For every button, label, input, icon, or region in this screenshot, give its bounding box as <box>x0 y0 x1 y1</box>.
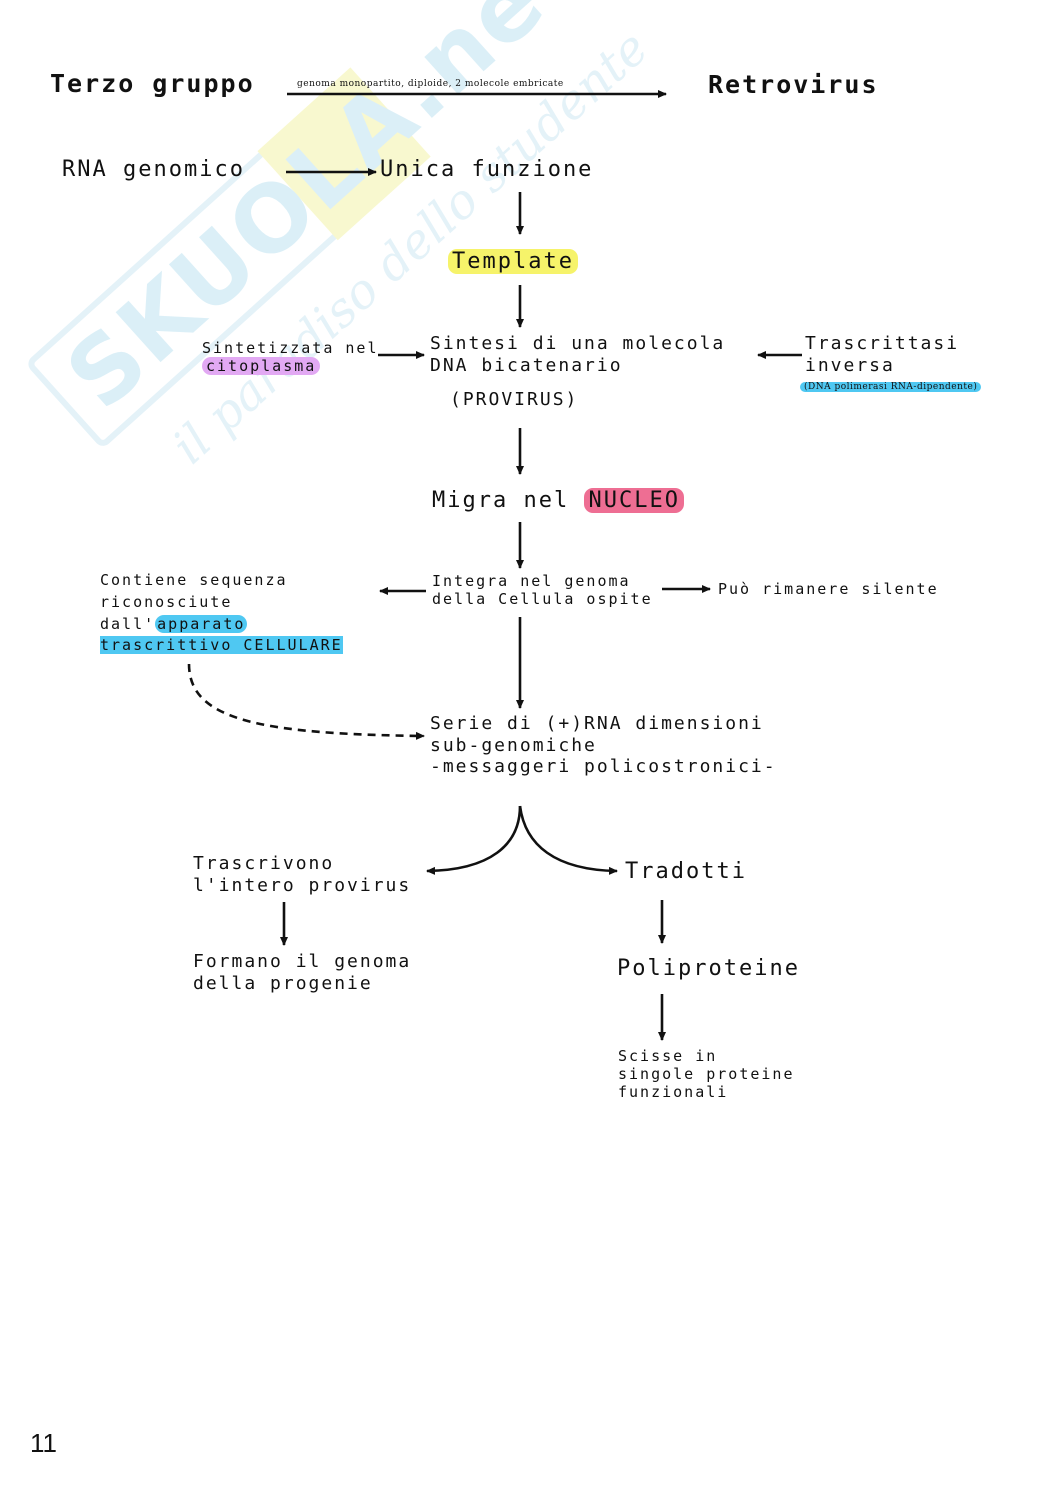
sintesi-line-2: DNA bicatenario <box>430 354 623 376</box>
arrow-serie-to-tradotti <box>518 805 618 875</box>
node-serie: Serie di (+)RNA dimensioni sub-genomiche… <box>430 713 777 778</box>
node-contiene: Contiene sequenza riconosciute dall'appa… <box>100 570 343 657</box>
node-trascrittasi: Trascrittasi inversa <box>805 333 959 376</box>
serie-line-1: Serie di (+)RNA dimensioni <box>430 713 764 734</box>
node-silente: Può rimanere silente <box>718 580 939 598</box>
header-arrow-label: genoma monopartito, diploide, 2 molecole… <box>297 79 564 89</box>
node-sintesi: Sintesi di una molecola DNA bicatenario <box>430 333 725 376</box>
node-unica-funzione: Unica funzione <box>380 157 594 182</box>
template-highlight: Template <box>448 249 578 274</box>
apparato-highlight: apparato <box>155 614 248 633</box>
header-terzo-gruppo: Terzo gruppo <box>50 69 255 98</box>
formano-line-1: Formano il genoma <box>193 951 412 972</box>
node-tradotti: Tradotti <box>625 859 747 884</box>
trascrivono-line-1: Trascrivono <box>193 853 335 874</box>
node-dna-polimerasi: (DNA polimerasi RNA-dipendente) <box>800 382 982 393</box>
dna-polimerasi-highlight: (DNA polimerasi RNA-dipendente) <box>800 382 982 392</box>
trascrittasi-line-2: inversa <box>805 354 895 376</box>
sintesi-line-1: Sintesi di una molecola <box>430 333 726 354</box>
page-number: 11 <box>30 1428 57 1458</box>
contiene-line-1: Contiene sequenza <box>100 571 288 589</box>
trascrittasi-line-1: Trascrittasi <box>805 333 960 354</box>
trascrivono-line-2: l'intero provirus <box>193 874 412 896</box>
arrow-serie-to-trascrivono <box>426 805 522 875</box>
arrow-contiene-to-serie-dashed <box>187 663 425 740</box>
contiene-line-4: trascrittivo CELLULARE <box>100 635 343 657</box>
integra-line-1: Integra nel genoma <box>432 572 631 590</box>
serie-line-3: -messaggeri policostronici- <box>430 756 777 778</box>
node-sintetizzata: Sintetizzata nel citoplasma <box>202 339 379 375</box>
node-integra: Integra nel genoma della Cellula ospite <box>432 572 653 608</box>
scisse-line-2: singole proteine <box>618 1065 795 1083</box>
serie-line-2: sub-genomiche <box>430 734 597 756</box>
contiene-dall: dall' <box>100 614 156 633</box>
contiene-line-3: dall'apparato <box>100 614 343 636</box>
formano-line-2: della progenie <box>193 972 373 994</box>
scisse-line-3: funzionali <box>618 1083 729 1101</box>
node-formano: Formano il genoma della progenie <box>193 951 411 994</box>
integra-line-2: della Cellula ospite <box>432 590 653 608</box>
node-poliproteine: Poliproteine <box>617 956 800 981</box>
header-retrovirus: Retrovirus <box>708 70 879 99</box>
node-trascrivono: Trascrivono l'intero provirus <box>193 853 411 896</box>
node-provirus: (PROVIRUS) <box>450 389 579 410</box>
migra-label: Migra nel <box>432 488 570 513</box>
citoplasma-highlight: citoplasma <box>202 357 321 375</box>
node-rna-genomico: RNA genomico <box>62 157 245 182</box>
node-migra: Migra nel NUCLEO <box>432 488 684 514</box>
node-scisse: Scisse in singole proteine funzionali <box>618 1047 795 1101</box>
trascrittivo-highlight: trascrittivo CELLULARE <box>100 636 343 655</box>
nucleo-highlight: NUCLEO <box>584 488 684 513</box>
node-template: Template <box>448 249 578 275</box>
contiene-line-2: riconosciute <box>100 592 233 611</box>
sintetizzata-label: Sintetizzata nel <box>202 339 379 357</box>
scisse-line-1: Scisse in <box>618 1047 718 1065</box>
